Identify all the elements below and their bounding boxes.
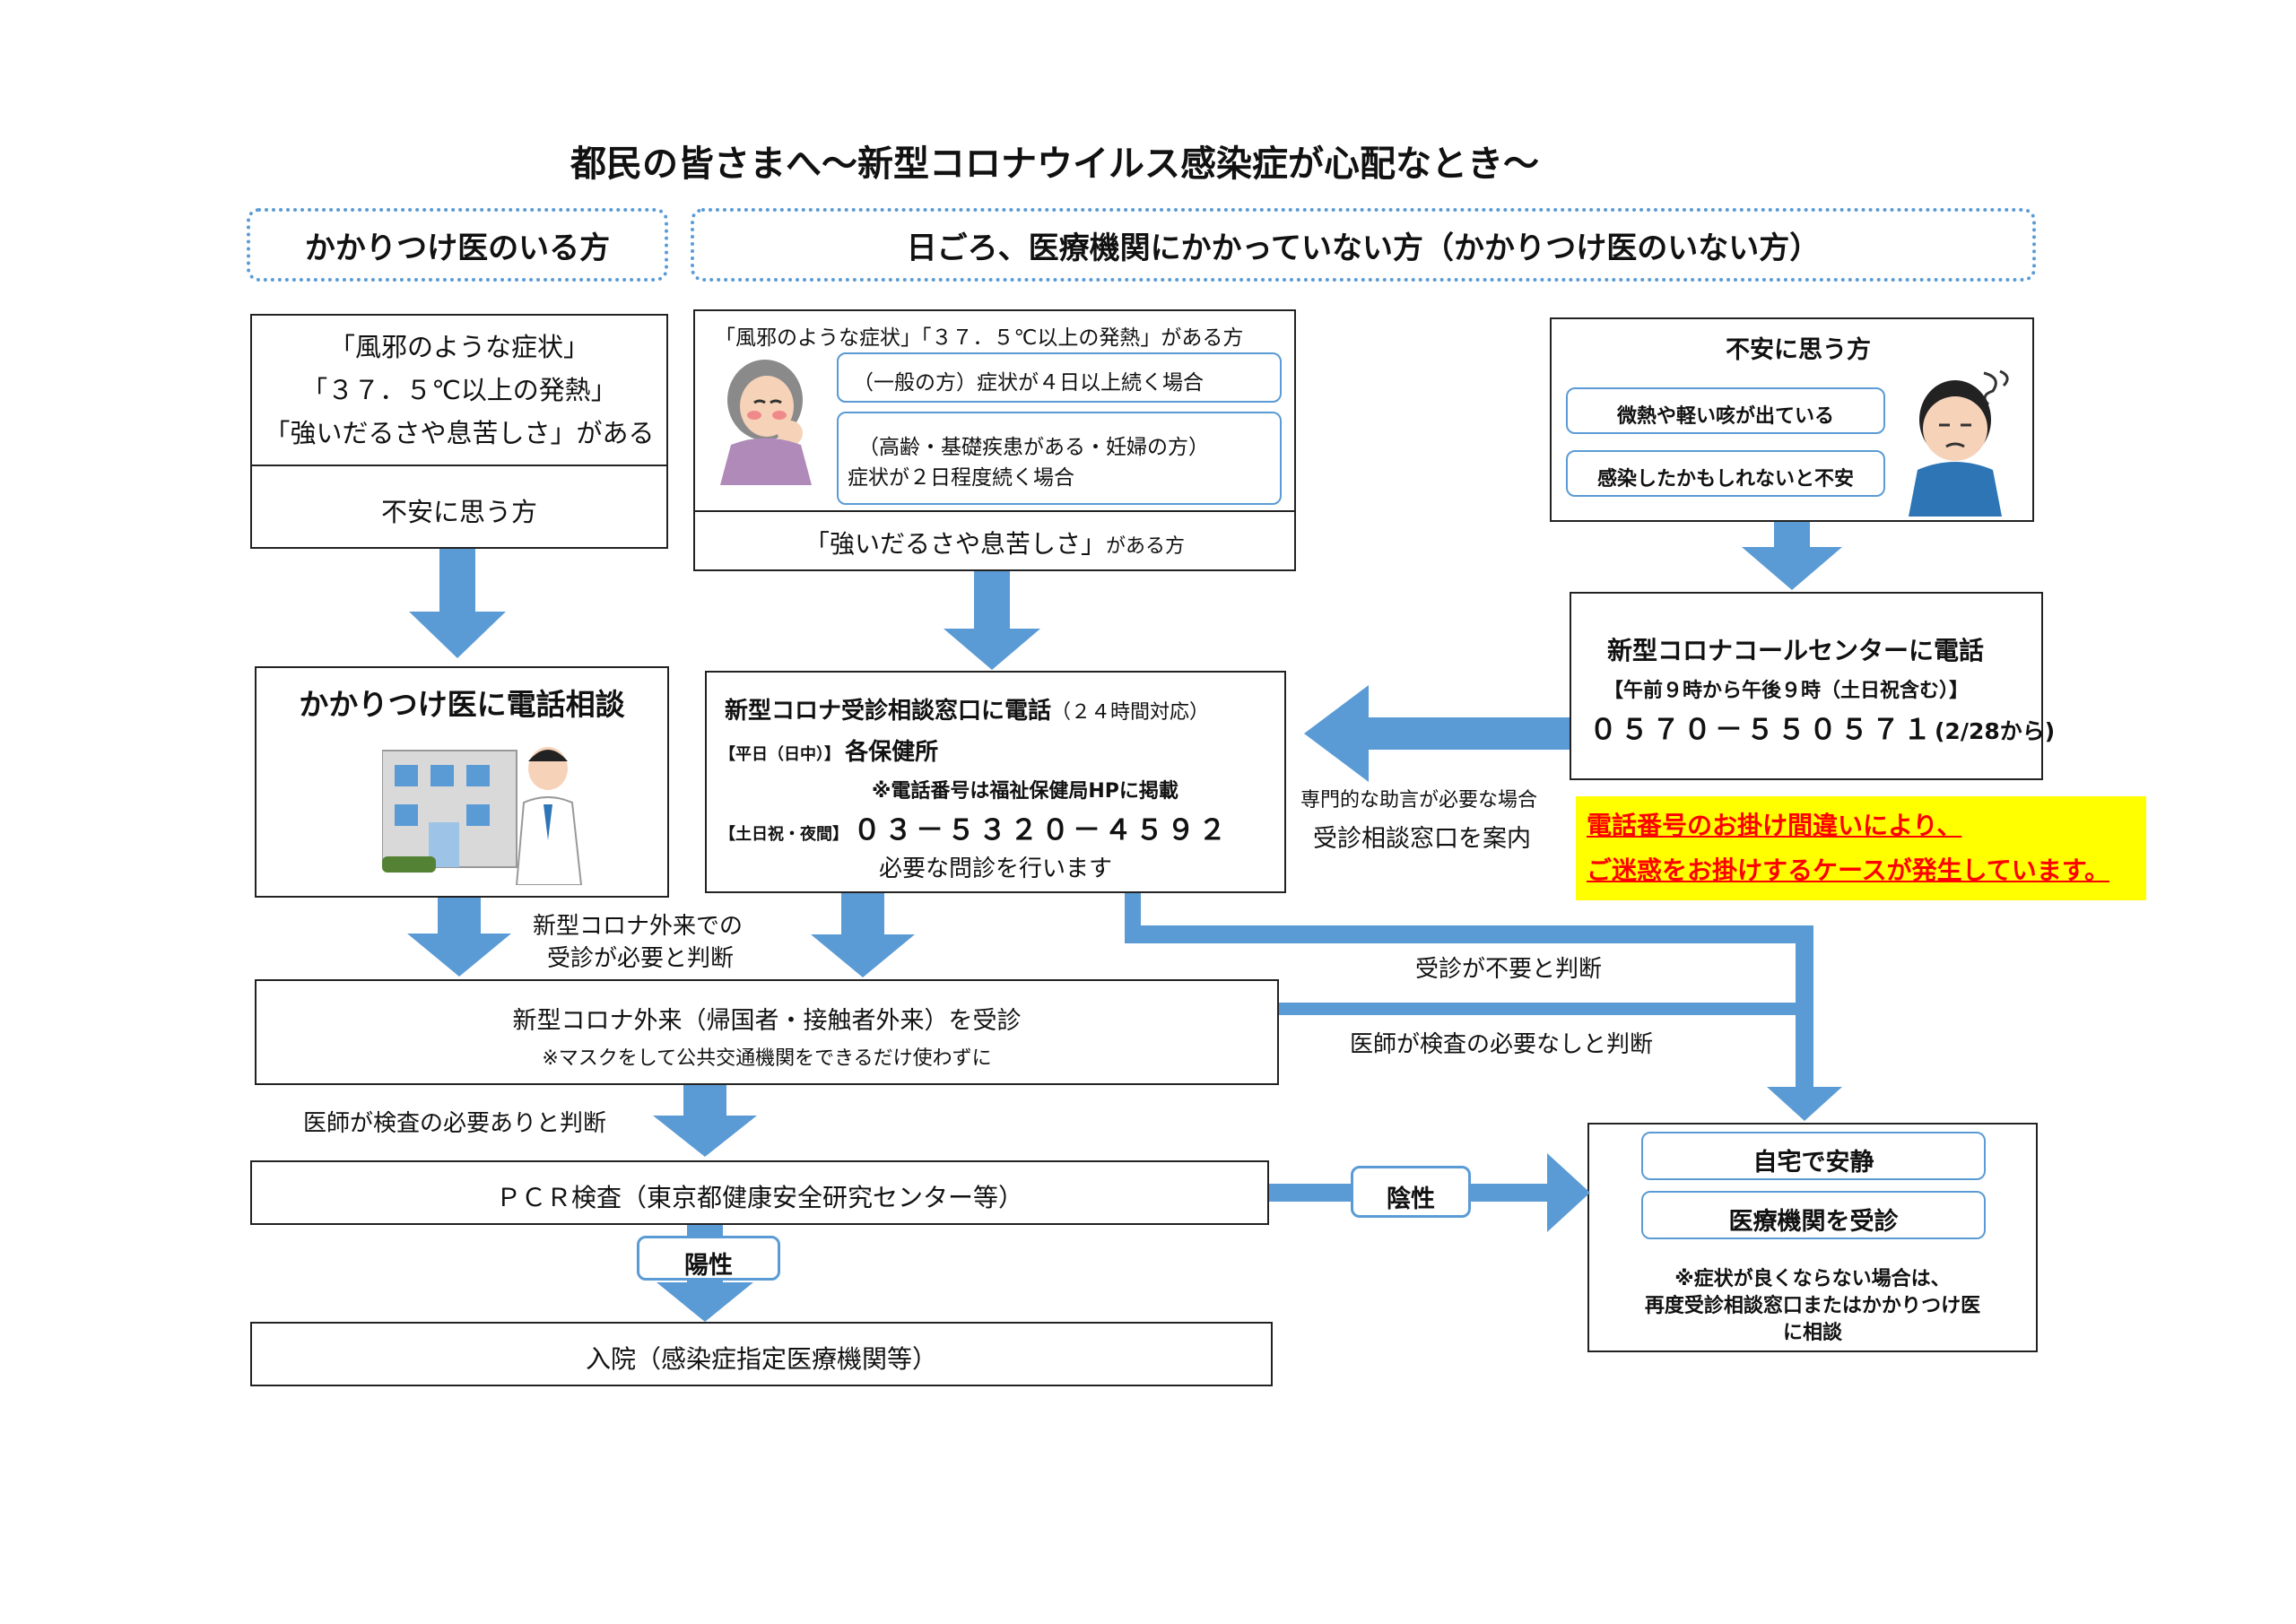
call-center-phone-note: (2/28から) <box>1935 718 2056 744</box>
arrow-outpatient-to-pcr <box>653 1085 757 1157</box>
hospital-title: 入院（感染症指定医療機関等） <box>585 1344 937 1374</box>
header-without-gp-label: 日ごろ、医療機関にかかっていない方（かかりつけ医のいない方） <box>906 230 1821 266</box>
worried-man-illustration <box>1909 369 2009 517</box>
wrong-number-warning: 電話番号のお掛け間違いにより、 ご迷惑をお掛けするケースが発生しています。 <box>1576 796 2146 900</box>
negative-badge: 陰性 <box>1351 1166 1471 1218</box>
general-case-text: （一般の方）症状が４日以上続く場合 <box>853 371 1204 395</box>
consult-title-line: 新型コロナ受診相談窓口に電話（２４時間対応） <box>725 692 1209 725</box>
consult-weekday-value: 各保健所 <box>845 739 939 766</box>
pcr-title: ＰＣＲ検査（東京都健康安全研究センター等） <box>495 1183 1023 1212</box>
symptom-fatigue: 「強いだるさや息苦しさ」がある <box>264 418 655 448</box>
home-rest-box: 自宅で安静 医療機関を受診 ※症状が良くならない場合は、 再度受診相談窓口または… <box>1587 1123 2038 1352</box>
symptom-cold: 「風邪のような症状」 <box>328 332 589 362</box>
call-center-hours: 【午前９時から午後９時（土日祝含む）】 <box>1604 680 1970 702</box>
need-visit-line2: 受診が必要と判断 <box>547 945 735 972</box>
elderly-case-line1: （高齢・基礎疾患がある・妊婦の方） <box>858 436 1209 459</box>
pcr-box: ＰＣＲ検査（東京都健康安全研究センター等） <box>250 1160 1269 1225</box>
advice-line2: 受診相談窓口を案内 <box>1313 825 1531 853</box>
worried-infected-box: 感染したかもしれないと不安 <box>1566 450 1885 497</box>
outpatient-note: ※マスクをして公共交通機関をできるだけ使わずに <box>542 1047 992 1070</box>
general-case-box-wide: （一般の方）症状が４日以上続く場合 <box>837 352 1282 403</box>
call-center-box: 新型コロナコールセンターに電話 【午前９時から午後９時（土日祝含む）】 ０５７０… <box>1570 592 2055 780</box>
mild-fever-text: 微熱や軽い咳が出ている <box>1616 405 1834 428</box>
elderly-case-line2: 症状が２日程度続く場合 <box>848 466 1074 490</box>
header-with-gp-label: かかりつけ医のいる方 <box>304 230 611 266</box>
fatigue-case-strong: 「強いだるさや息苦しさ」 <box>804 529 1106 559</box>
anxious-label-left: 不安に思う方 <box>380 497 537 527</box>
call-center-phone: ０５７０－５５０５７１(2/28から) <box>1589 707 2055 747</box>
no-visit-label: 受診が不要と判断 <box>1415 956 1603 983</box>
consult-weekday-label: 【平日（日中）】 <box>719 745 840 764</box>
page-title: 都民の皆さまへ〜新型コロナウイルス感染症が心配なとき〜 <box>570 143 1539 185</box>
arrow-anxious-to-callcenter <box>1742 522 1842 590</box>
gp-call-box: かかりつけ医に電話相談 <box>255 666 669 898</box>
home-note-line3: に相談 <box>1782 1322 1842 1344</box>
hospital-box: 入院（感染症指定医療機関等） <box>250 1322 1273 1386</box>
home-note-line1: ※症状が良くならない場合は、 <box>1674 1268 1951 1290</box>
consult-weekday-note: ※電話番号は福祉保健局HPに掲載 <box>872 780 1178 803</box>
need-test-label: 医師が検査の必要ありと判断 <box>303 1110 607 1137</box>
home-note-line2: 再度受診相談窓口またはかかりつけ医 <box>1644 1295 1981 1317</box>
consult-footer: 必要な問診を行います <box>878 855 1112 882</box>
line-outpatient-to-home <box>1279 1003 1803 1015</box>
consult-weekday-line: 【平日（日中）】 各保健所 <box>719 734 938 767</box>
consult-box: 新型コロナ受診相談窓口に電話（２４時間対応） 【平日（日中）】 各保健所 ※電話… <box>705 671 1286 893</box>
fatigue-case: 「強いだるさや息苦しさ」がある方 <box>695 525 1294 560</box>
call-center-phone-number: ０５７０－５５０５７１ <box>1589 714 1935 746</box>
arrow-consult-to-outpatient <box>811 893 915 977</box>
elderly-case-box: （高齢・基礎疾患がある・妊婦の方） 症状が２日程度続く場合 <box>837 412 1282 505</box>
symptom-box-left: 「風邪のような症状」 「３７．５℃以上の発熱」 「強いだるさや息苦しさ」がある … <box>250 314 668 549</box>
arrow-left-to-gp <box>409 549 506 658</box>
consult-holiday-label: 【土日祝・夜間】 <box>719 825 848 844</box>
gp-call-title: かかりつけ医に電話相談 <box>299 687 625 722</box>
advice-line1: 専門的な助言が必要な場合 <box>1300 789 1538 812</box>
warning-line2: ご迷惑をお掛けするケースが発生しています。 <box>1587 855 2109 885</box>
positive-badge: 陽性 <box>637 1236 780 1281</box>
positive-text: 陽性 <box>684 1252 733 1280</box>
anxious-box-right: 不安に思う方 微熱や軽い咳が出ている 感染したかもしれないと不安 <box>1550 317 2034 522</box>
symptom-heading: 「風邪のような症状」「３７．５℃以上の発熱」がある方 <box>715 326 1244 350</box>
symptom-box-middle: 「風邪のような症状」「３７．５℃以上の発熱」がある方 （一般の方）症状が４日以上… <box>693 309 1296 571</box>
consult-title: 新型コロナ受診相談窓口に電話 <box>725 698 1052 725</box>
need-visit-line1: 新型コロナ外来での <box>533 913 744 940</box>
arrow-middle-to-consult <box>944 571 1040 670</box>
consult-holiday-phone: ０３－５３２０－４５９２ <box>853 814 1231 847</box>
clinic-doctor-illustration <box>382 747 583 885</box>
header-without-gp: 日ごろ、医療機関にかかっていない方（かかりつけ医のいない方） <box>691 208 2036 282</box>
mild-fever-box: 微熱や軽い咳が出ている <box>1566 387 1885 434</box>
elderly-coughing-illustration <box>720 360 812 485</box>
outpatient-title: 新型コロナ外来（帰国者・接触者外来）を受診 <box>512 1007 1022 1035</box>
fatigue-case-rest: がある方 <box>1106 535 1186 558</box>
worried-infected-text: 感染したかもしれないと不安 <box>1596 468 1854 491</box>
header-with-gp: かかりつけ医のいる方 <box>247 208 668 282</box>
outpatient-box: 新型コロナ外来（帰国者・接触者外来）を受診 ※マスクをして公共交通機関をできるだ… <box>255 979 1279 1085</box>
no-test-label: 医師が検査の必要なしと判断 <box>1350 1031 1654 1058</box>
arrow-callcenter-to-consult <box>1304 685 1570 782</box>
consult-holiday-line: 【土日祝・夜間】 ０３－５３２０－４５９２ <box>719 807 1230 847</box>
visit-clinic-option: 医療機関を受診 <box>1641 1191 1986 1239</box>
call-center-title: 新型コロナコールセンターに電話 <box>1607 636 1985 665</box>
visit-clinic-text: 医療機関を受診 <box>1728 1208 1899 1236</box>
consult-title-note: （２４時間対応） <box>1051 701 1210 724</box>
home-rest-option: 自宅で安静 <box>1641 1132 1986 1180</box>
symptom-fever: 「３７．５℃以上の発熱」 <box>301 375 617 405</box>
home-rest-text: 自宅で安静 <box>1752 1149 1874 1177</box>
arrow-gp-to-outpatient <box>407 898 511 977</box>
anxious-title: 不安に思う方 <box>1726 336 1871 364</box>
warning-line1: 電話番号のお掛け間違いにより、 <box>1587 811 1962 840</box>
negative-text: 陰性 <box>1387 1185 1435 1213</box>
